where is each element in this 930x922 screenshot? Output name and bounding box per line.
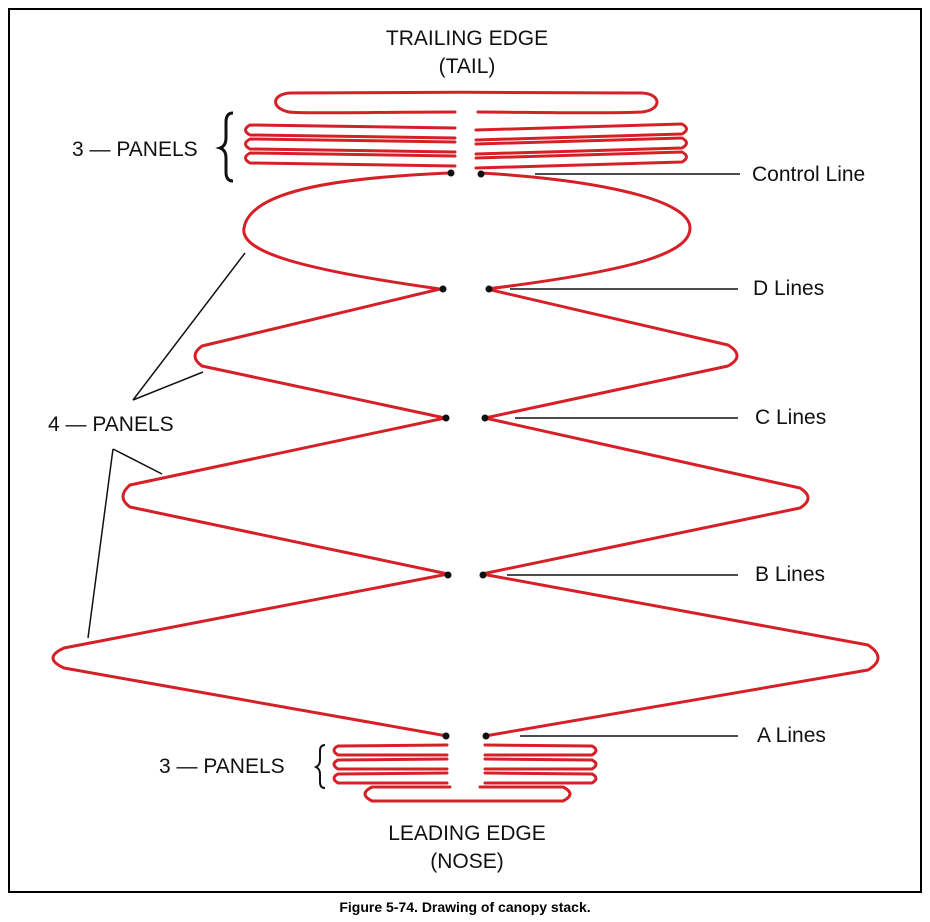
attachment-dot [442,732,450,740]
top-panel-right-3 [474,150,688,170]
attachment-points [439,169,493,740]
d-lines-label: D Lines [753,277,825,300]
nose-loop [363,785,572,803]
b-lines-label: B Lines [755,563,826,586]
attachment-dot [482,732,490,740]
c-lines-label: C Lines [755,406,827,429]
nose-label: (NOSE) [430,850,504,873]
bottom-panels-label: 3 — PANELS [159,755,285,778]
attachment-dot [479,571,487,579]
canopy-outline [51,90,880,803]
bottom-panel-right-1 [483,743,598,757]
leader-4panels-4 [87,448,114,639]
control-line-label: Control Line [752,163,866,186]
bottom-panel-right-3 [483,771,598,785]
attachment-dot [477,170,485,178]
tail-loop [274,90,659,115]
bottom-panels-brace [313,744,326,789]
leading-edge-label: LEADING EDGE [388,822,546,845]
attachment-dot [442,414,450,422]
middle-panels-label: 4 — PANELS [48,413,174,436]
trailing-edge-label: TRAILING EDGE [385,27,549,50]
top-panels-brace [215,111,234,183]
bottom-panel-left-3 [332,771,449,785]
right-zigzag [479,171,880,738]
attachment-dot [444,571,452,579]
attachment-dot [439,285,447,293]
figure-frame [8,8,922,893]
attachment-dot [481,414,489,422]
top-panels-label: 3 — PANELS [72,138,198,161]
bottom-panel-left-2 [332,757,449,771]
top-panel-left-3 [244,151,457,168]
top-panel-right-2 [474,136,688,156]
leader-4panels-3 [112,448,163,475]
leader-4panels-1 [132,252,246,401]
figure-caption: Figure 5-74. Drawing of canopy stack. [339,899,591,915]
attachment-dot [485,285,493,293]
leader-4panels-2 [132,371,204,401]
leader-lines [87,173,740,737]
bottom-panel-right-2 [483,757,598,771]
a-lines-label: A Lines [757,724,826,747]
tail-label: (TAIL) [438,55,496,78]
top-panel-right-1 [474,122,688,142]
attachment-dot [447,169,455,177]
top-panel-left-2 [244,137,457,154]
top-panel-left-1 [244,123,457,140]
bottom-panel-left-1 [332,743,449,757]
